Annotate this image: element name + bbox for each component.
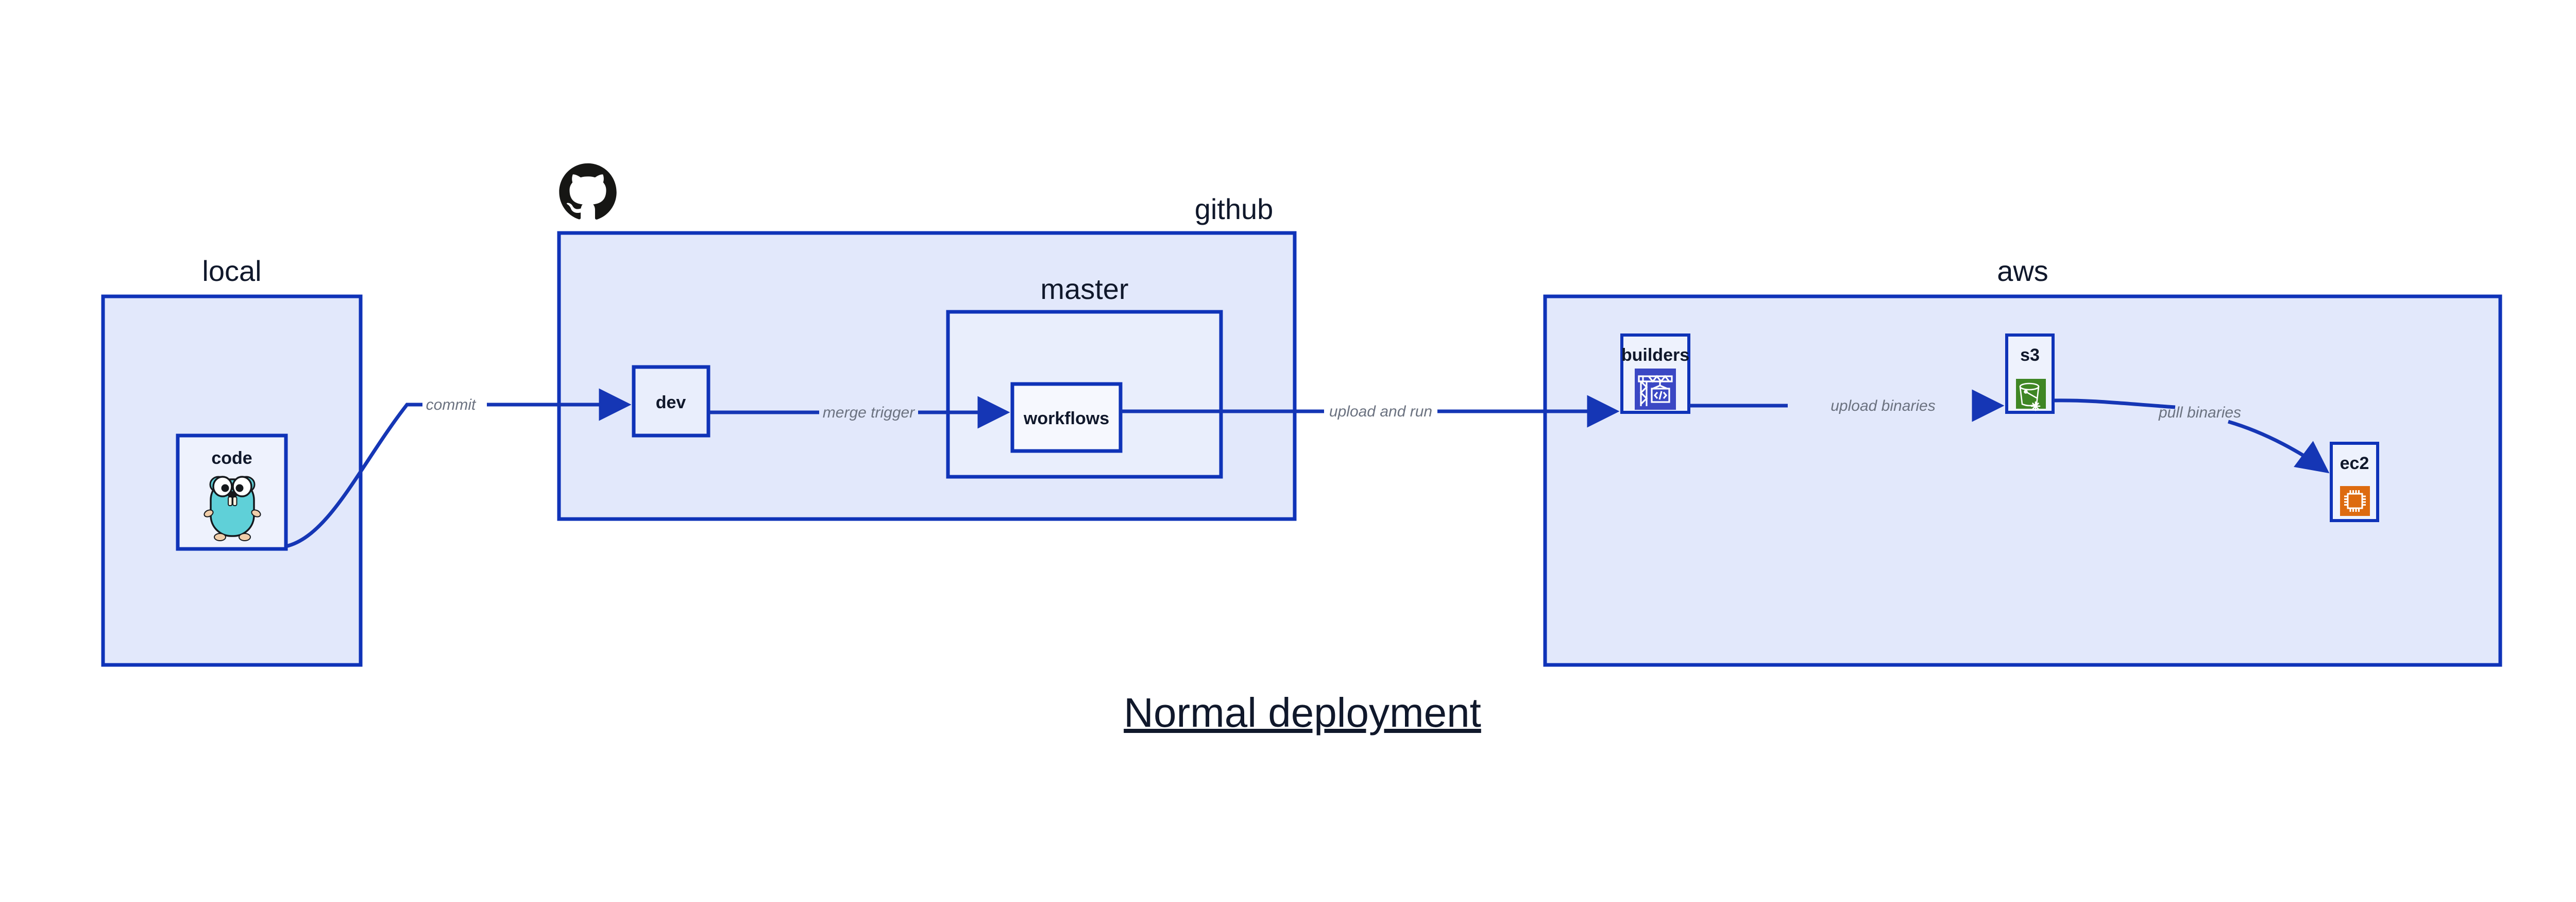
edge-label-upload-and-run: upload and run — [1329, 403, 1432, 420]
node-builders[interactable]: builders — [1620, 333, 1690, 414]
node-box-workflows[interactable] — [1010, 382, 1123, 453]
node-code[interactable]: code — [176, 433, 288, 551]
edge-label-commit: commit — [426, 396, 477, 413]
group-label-local: local — [202, 255, 261, 287]
edge-upload-binaries: upload binaries — [1689, 389, 2005, 422]
node-label-workflows: workflows — [1023, 409, 1109, 428]
edge-label-upload-binaries: upload binaries — [1831, 397, 1935, 414]
edge-pull-binaries: pull binaries — [2053, 398, 2330, 474]
node-label-ec2: ec2 — [2340, 454, 2369, 473]
group-label-github: github — [1195, 193, 1274, 225]
subgroup-label-master: master — [1040, 273, 1128, 305]
edge-label-merge-trigger: merge trigger — [823, 404, 915, 421]
group-label-aws: aws — [1997, 255, 2048, 287]
diagram-title: Normal deployment — [1124, 690, 1481, 736]
edge-upload-and-run: upload and run — [1121, 395, 1620, 428]
aws-ec2-icon — [2340, 486, 2370, 516]
node-box-dev[interactable] — [632, 365, 710, 438]
aws-builders-icon — [1635, 369, 1676, 410]
edge-commit: commit — [285, 388, 632, 548]
edge-label-pull-binaries: pull binaries — [2158, 404, 2241, 421]
go-gopher-icon — [204, 476, 261, 541]
node-s3[interactable]: s3 — [2005, 333, 2055, 414]
github-mark-icon — [559, 163, 617, 220]
aws-s3-glacier-icon — [2016, 379, 2046, 411]
node-label-builders: builders — [1621, 345, 1689, 365]
edge-merge-trigger: merge trigger — [708, 396, 1010, 429]
node-workflows[interactable]: workflows — [1010, 382, 1123, 453]
node-label-s3: s3 — [2020, 345, 2040, 365]
node-label-dev: dev — [656, 393, 686, 412]
node-ec2[interactable]: ec2 — [2330, 442, 2379, 522]
node-label-code: code — [211, 448, 252, 468]
node-dev[interactable]: dev — [632, 365, 710, 438]
